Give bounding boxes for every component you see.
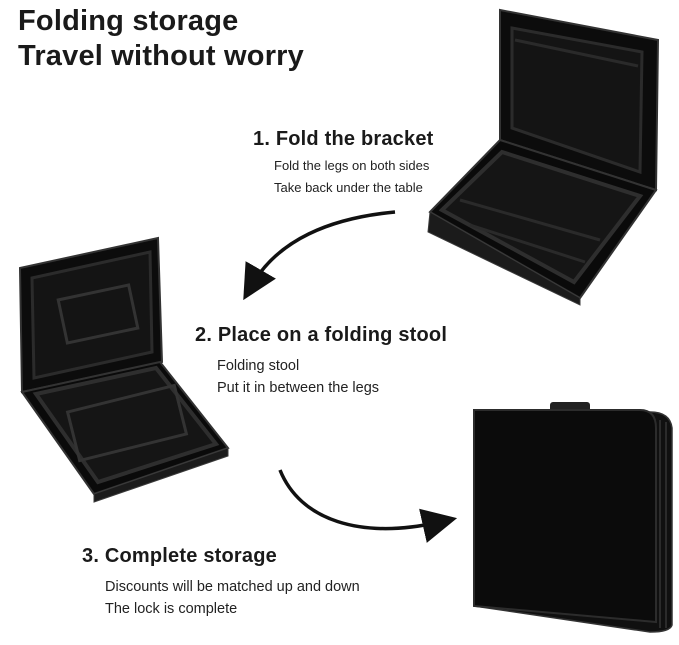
step-2-title: 2. Place on a folding stool — [195, 324, 448, 346]
open-case-image-2 — [18, 236, 230, 503]
headline: Folding storage Travel without worry — [18, 4, 304, 74]
step-1-title: 1. Fold the bracket — [253, 128, 434, 150]
step-1-line-2: Take back under the table — [274, 180, 423, 195]
curved-arrow-2 — [278, 469, 458, 543]
step-1-description: Fold the legs on both sides Take back un… — [274, 155, 429, 199]
headline-line-2: Travel without worry — [18, 40, 304, 72]
curved-arrow-1 — [243, 210, 396, 301]
step-3-line-1: Discounts will be matched up and down — [105, 579, 360, 595]
step-3-line-2: The lock is complete — [105, 601, 238, 617]
step-2-line-1: Folding stool — [217, 358, 300, 374]
step-1-line-1: Fold the legs on both sides — [274, 158, 430, 173]
step-2-line-2: Put it in between the legs — [217, 380, 380, 396]
open-case-image-1 — [427, 8, 660, 306]
step-2-description: Folding stool Put it in between the legs — [217, 355, 379, 399]
headline-line-1: Folding storage — [18, 5, 239, 37]
closed-case-image — [473, 402, 673, 633]
step-3-title: 3. Complete storage — [82, 545, 277, 567]
step-3-description: Discounts will be matched up and down Th… — [105, 576, 360, 620]
